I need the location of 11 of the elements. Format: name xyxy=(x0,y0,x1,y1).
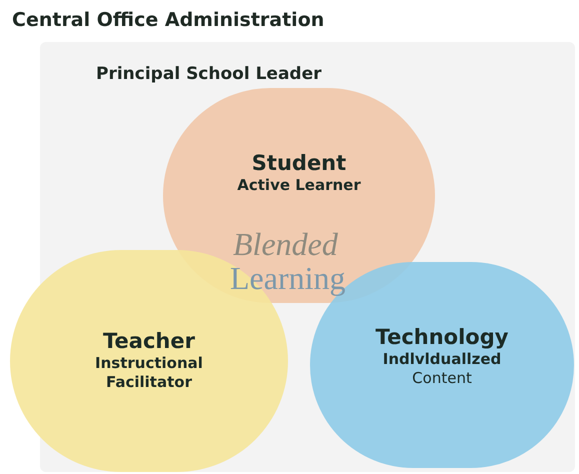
circle-heading: Technology xyxy=(376,324,508,350)
panel-heading: Principal School Leader xyxy=(96,63,322,86)
center-label: Blended xyxy=(233,228,338,260)
circle-subtext: Content xyxy=(412,369,472,388)
circle-heading: Teacher xyxy=(103,328,195,354)
center-label: Learning xyxy=(230,262,346,294)
circle-subtext: Active Learner xyxy=(237,176,361,195)
title: Central Office Administration xyxy=(12,8,324,33)
circle-subtext: Indlvlduallzed xyxy=(382,350,502,369)
circle-heading: Student xyxy=(252,150,346,176)
circle-subtext: Instructional Facilitator xyxy=(94,354,204,392)
